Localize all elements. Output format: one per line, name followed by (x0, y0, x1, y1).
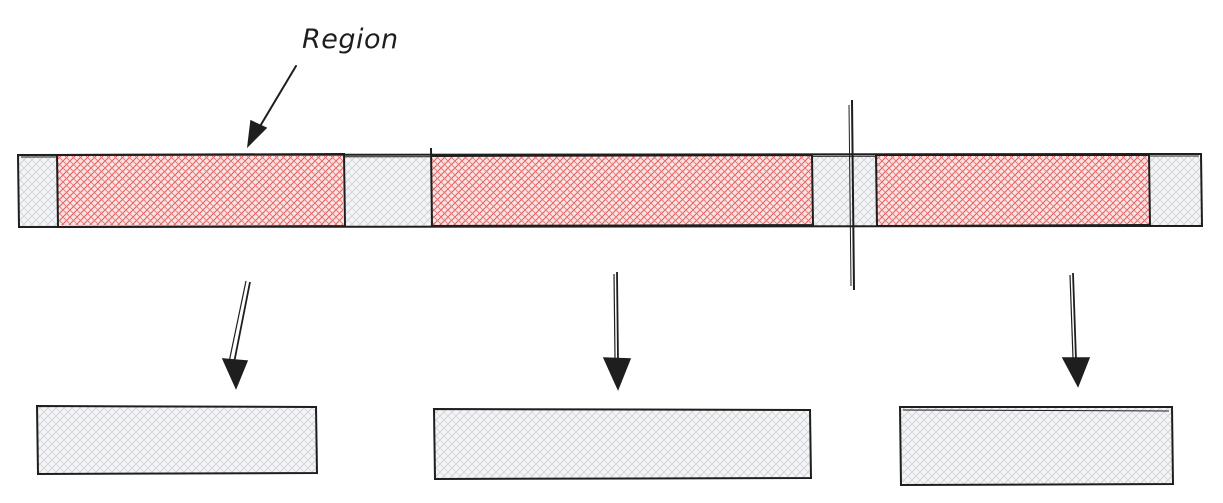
region-label: Region (302, 24, 399, 55)
region-block-3 (874, 154, 1152, 228)
region-annotation: Region (246, 24, 399, 149)
annotation-arrow (246, 65, 297, 149)
split-marker (848, 99, 855, 291)
output-block-1 (35, 404, 319, 476)
output-block-2 (432, 407, 813, 481)
down-arrow-1 (221, 280, 251, 390)
down-arrow-3 (1061, 272, 1091, 388)
output-block-3 (898, 406, 1175, 487)
region-block-2 (430, 147, 815, 228)
region-block-1 (55, 152, 347, 229)
down-arrow-2 (602, 271, 632, 391)
